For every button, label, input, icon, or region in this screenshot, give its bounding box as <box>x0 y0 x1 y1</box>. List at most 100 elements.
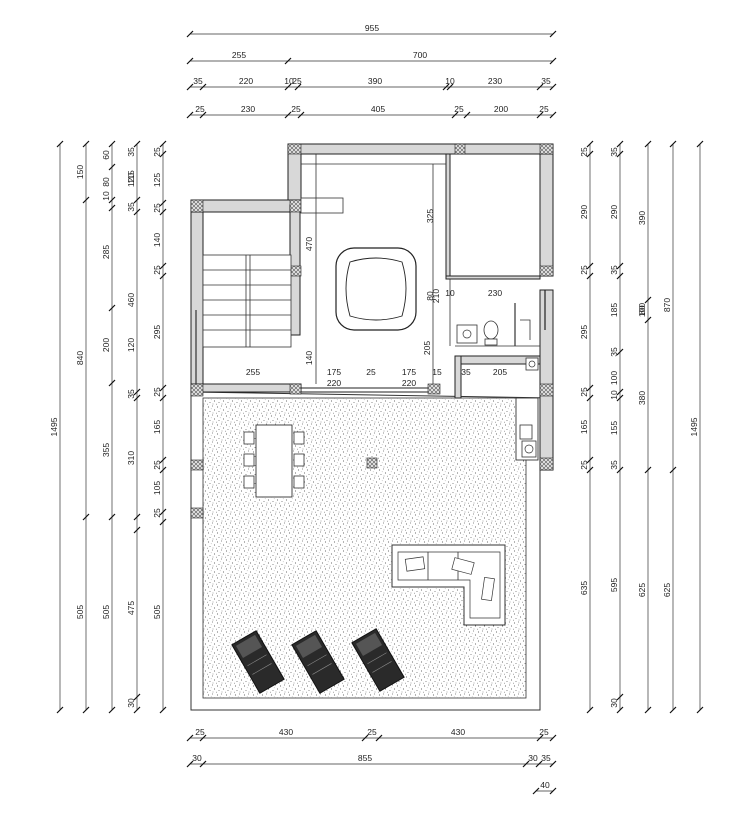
dim-tick <box>133 693 141 701</box>
bottom-dim-label: 30 <box>528 753 538 763</box>
dim-tick <box>82 196 90 204</box>
dim-tick <box>186 83 194 91</box>
dim-tick <box>133 140 141 148</box>
dim-tick <box>549 734 557 742</box>
dim-tick <box>696 706 704 714</box>
top-dim-label: 230 <box>241 104 255 114</box>
top-dim-label: 25 <box>291 104 301 114</box>
bottom-dim-label: 30 <box>192 753 202 763</box>
left-dim-label: 200 <box>101 338 111 352</box>
dim-tick <box>108 163 116 171</box>
dim-tick <box>549 30 557 38</box>
dim-tick <box>284 83 292 91</box>
right-dim-label: 80 <box>637 305 647 315</box>
right-dim-label: 35 <box>609 147 619 157</box>
top-dim-label: 220 <box>239 76 253 86</box>
dim-tick <box>159 394 167 402</box>
left-dim-label: 150 <box>75 165 85 179</box>
dim-tick <box>616 388 624 396</box>
dim-tick <box>186 57 194 65</box>
inner-dim-label: 25 <box>366 367 376 377</box>
left-dim-label: 35 <box>126 389 136 399</box>
dim-tick <box>616 466 624 474</box>
dim-tick <box>159 150 167 158</box>
left-dim-label: 25 <box>152 460 162 470</box>
left-dim-label: 125 <box>152 173 162 187</box>
dim-tick <box>186 30 194 38</box>
dim-tick <box>199 760 207 768</box>
dim-tick <box>108 513 116 521</box>
dim-tick <box>159 508 167 516</box>
left-dim-label: 80 <box>101 177 111 187</box>
left-dim-label: 30 <box>126 698 136 708</box>
top-dim-label: 35 <box>541 76 551 86</box>
right-dim-label: 35 <box>609 265 619 275</box>
left-dim-label: 505 <box>75 605 85 619</box>
dim-tick <box>463 111 471 119</box>
left-dim-label: 120 <box>126 173 136 187</box>
left-dim-label: 505 <box>101 605 111 619</box>
top-dim-label: 955 <box>365 23 379 33</box>
dim-tick <box>56 140 64 148</box>
left-dim-label: 25 <box>152 265 162 275</box>
top-dim-label: 25 <box>454 104 464 114</box>
dim-tick <box>108 140 116 148</box>
inner-dim-label: 230 <box>488 288 502 298</box>
left-dim-label: 25 <box>152 387 162 397</box>
dim-tick <box>82 140 90 148</box>
dim-tick <box>108 706 116 714</box>
left-dim-label: 25 <box>152 203 162 213</box>
left-dim-label: 355 <box>101 443 111 457</box>
dim-tick <box>82 706 90 714</box>
dim-tick <box>616 262 624 270</box>
right-dim-label: 30 <box>609 698 619 708</box>
dim-tick <box>644 296 652 304</box>
dim-tick <box>644 706 652 714</box>
dim-tick <box>284 57 292 65</box>
dim-tick <box>644 140 652 148</box>
dim-tick <box>199 83 207 91</box>
dim-tick <box>159 262 167 270</box>
left-dim-label: 10 <box>101 191 111 201</box>
bottom-dim-label: 430 <box>279 727 293 737</box>
right-dim-label: 635 <box>579 581 589 595</box>
dim-tick <box>536 83 544 91</box>
left-dim-label: 25 <box>152 147 162 157</box>
left-dim-label: 1495 <box>49 417 59 436</box>
inner-dim-label: 325 <box>425 209 435 223</box>
dim-tick <box>133 706 141 714</box>
dim-tick <box>616 272 624 280</box>
dim-tick <box>108 196 116 204</box>
dining-table <box>243 424 305 498</box>
dim-tick <box>361 734 369 742</box>
left-dim-label: 165 <box>152 420 162 434</box>
dim-tick <box>616 348 624 356</box>
dim-tick <box>616 394 624 402</box>
left-dim-label: 105 <box>152 481 162 495</box>
top-dim-label: 255 <box>232 50 246 60</box>
dim-tick <box>549 760 557 768</box>
top-dim-label: 25 <box>539 104 549 114</box>
right-dim-label: 35 <box>609 347 619 357</box>
dim-tick <box>586 466 594 474</box>
left-dim-label: 840 <box>75 351 85 365</box>
bottom-dim-label: 25 <box>539 727 549 737</box>
dim-tick <box>616 706 624 714</box>
right-dim-label: 155 <box>609 421 619 435</box>
left-dim-label: 460 <box>126 293 136 307</box>
kitchen-unit <box>515 357 539 461</box>
dim-tick <box>586 394 594 402</box>
bottom-dim-label: 35 <box>541 753 551 763</box>
top-dim-label: 405 <box>371 104 385 114</box>
top-dim-label: 10 <box>445 76 455 86</box>
top-dim-label: 25 <box>292 76 302 86</box>
dim-tick <box>186 760 194 768</box>
dim-tick <box>186 734 194 742</box>
right-dim-label: 595 <box>609 578 619 592</box>
dim-tick <box>297 111 305 119</box>
dim-tick <box>159 384 167 392</box>
dim-tick <box>644 466 652 474</box>
dim-tick <box>284 111 292 119</box>
inner-dim-label: 220 <box>327 378 341 388</box>
